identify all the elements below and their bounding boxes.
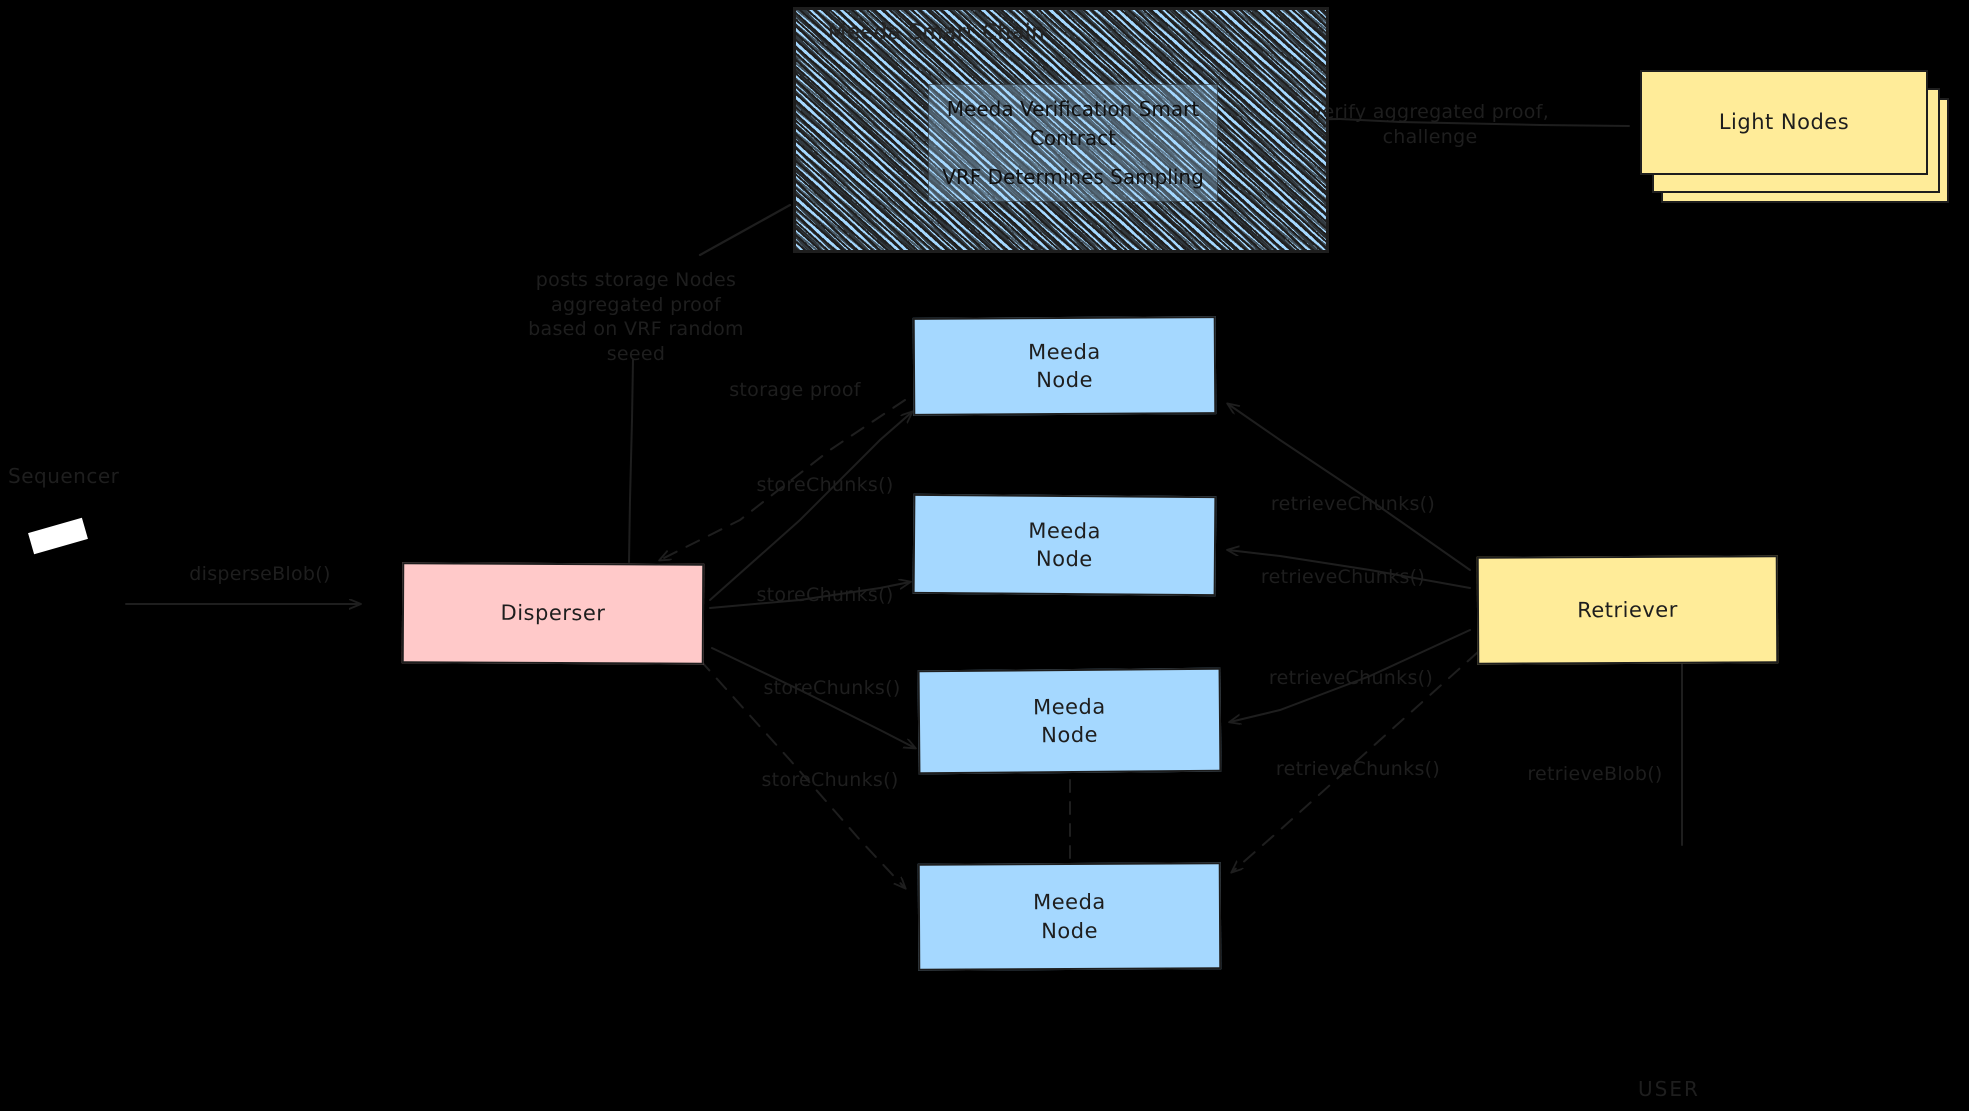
edge-label-store-chunks-2: storeChunks() (756, 584, 894, 606)
user-label: USER (1638, 1077, 1700, 1101)
light-nodes-box[interactable]: Light Nodes (1640, 70, 1928, 175)
edge-label-retrieve-chunks-4: retrieveChunks() (1275, 758, 1441, 780)
edge-label-retrieve-blob: retrieveBlob() (1527, 763, 1663, 785)
verification-contract-label: Meeda Verification Smart Contract (946, 96, 1200, 150)
meeda-verification-contract-inner-box[interactable]: Meeda Verification Smart Contract VRF De… (928, 84, 1218, 202)
edge-label-retrieve-chunks-3: retrieveChunks() (1268, 667, 1434, 689)
edge-label-disperse-blob: disperseBlob() (189, 563, 331, 585)
meeda-node-4-box[interactable]: Meeda Node (917, 862, 1222, 971)
sequencer-label: Sequencer (8, 464, 120, 488)
edge-label-store-chunks-3: storeChunks() (763, 677, 901, 699)
edge-label-verify-aggregated-proof: verify aggregated proof, challenge (1310, 101, 1550, 148)
retriever-box[interactable]: Retriever (1476, 555, 1779, 665)
sequencer-marker (28, 517, 88, 555)
edge-retriever-to-node1 (1228, 404, 1471, 571)
meeda-smart-chain-box[interactable] (793, 7, 1329, 253)
edge-disperser-to-node1 (709, 412, 912, 601)
edge-label-posts-storage-proof: posts storage Nodes aggregated proof bas… (528, 269, 744, 366)
edge-label-store-chunks-4: storeChunks() (761, 769, 899, 791)
meeda-node-3-box[interactable]: Meeda Node (917, 667, 1222, 775)
edge-label-retrieve-chunks-2: retrieveChunks() (1260, 566, 1426, 588)
edge-label-storage-proof: storage proof (729, 379, 861, 401)
meeda-node-2-box[interactable]: Meeda Node (912, 493, 1217, 597)
disperser-box[interactable]: Disperser (401, 562, 705, 665)
edge-label-store-chunks-1: storeChunks() (756, 474, 894, 496)
vrf-sampling-label: VRF Determines Sampling (942, 164, 1204, 189)
meeda-node-1-box[interactable]: Meeda Node (912, 316, 1217, 416)
edge-label-retrieve-chunks-1: retrieveChunks() (1270, 493, 1436, 515)
meeda-smart-chain-title: Meeda Smart Chain (828, 20, 1046, 44)
